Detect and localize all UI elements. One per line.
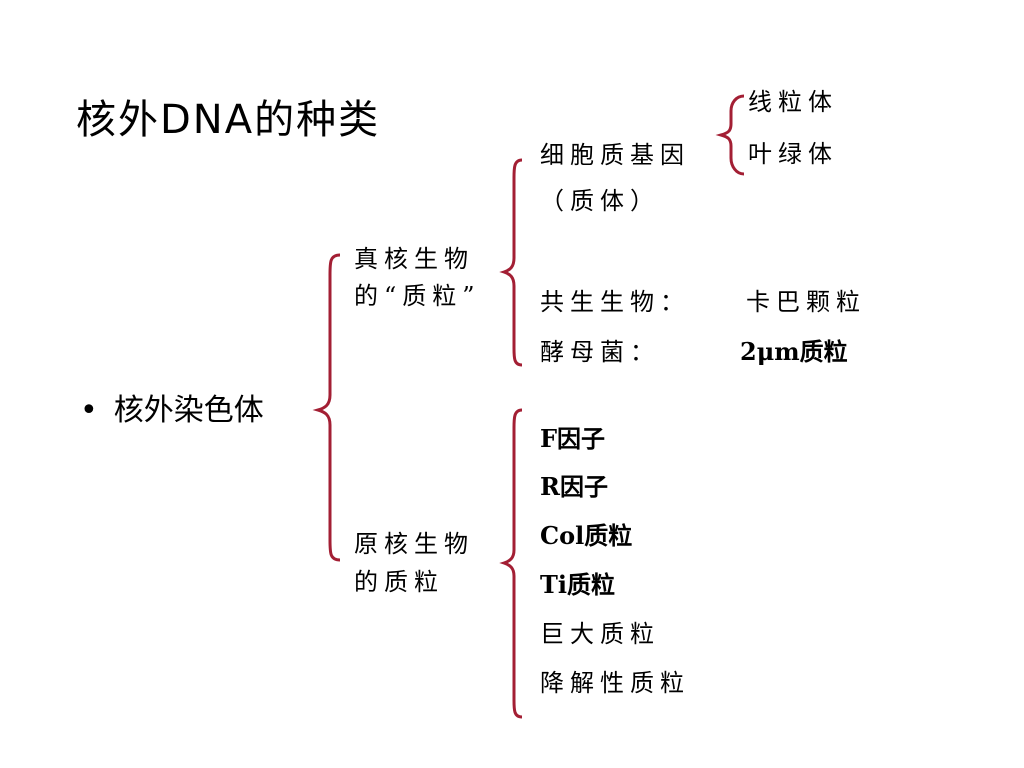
eukaryote-label-line2: 的“质粒” (354, 282, 481, 310)
prokaryote-item-r-factor: R因子 (540, 472, 608, 501)
eukaryote-bracket (499, 158, 523, 367)
organelle-item-chloroplast: 叶绿体 (748, 140, 838, 168)
page-title: 核外DNA的种类 (76, 97, 381, 143)
organelle-gene-label-line1: 细胞质基因 (540, 141, 690, 169)
prokaryote-item-degradative-plasmid: 降解性质粒 (540, 669, 690, 697)
root-bracket (312, 253, 341, 562)
prokaryote-item-col-plasmid: Col质粒 (540, 521, 633, 550)
symbiont-value: 卡巴颗粒 (746, 288, 866, 316)
eukaryote-label-line1: 真核生物 (354, 245, 474, 273)
prokaryote-item-ti-plasmid: Ti质粒 (540, 570, 615, 599)
prokaryote-item-f-factor: F因子 (540, 424, 606, 453)
organelle-item-mitochondria: 线粒体 (748, 88, 838, 116)
yeast-label: 酵母菌： (540, 338, 660, 366)
organelle-bracket (715, 94, 745, 176)
root-text: 核外染色体 (113, 393, 264, 428)
prokaryote-item-giant-plasmid: 巨大质粒 (540, 620, 660, 648)
prokaryote-bracket (499, 408, 523, 719)
root-label: • 核外染色体 (80, 396, 264, 426)
yeast-value: 2μm质粒 (740, 337, 848, 366)
bullet-dot-icon: • (80, 393, 98, 428)
symbiont-label: 共生生物： (540, 288, 690, 316)
organelle-gene-label-line2: （质体） (540, 187, 660, 215)
prokaryote-label-line1: 原核生物 (354, 530, 474, 558)
prokaryote-label-line2: 的质粒 (354, 568, 444, 596)
